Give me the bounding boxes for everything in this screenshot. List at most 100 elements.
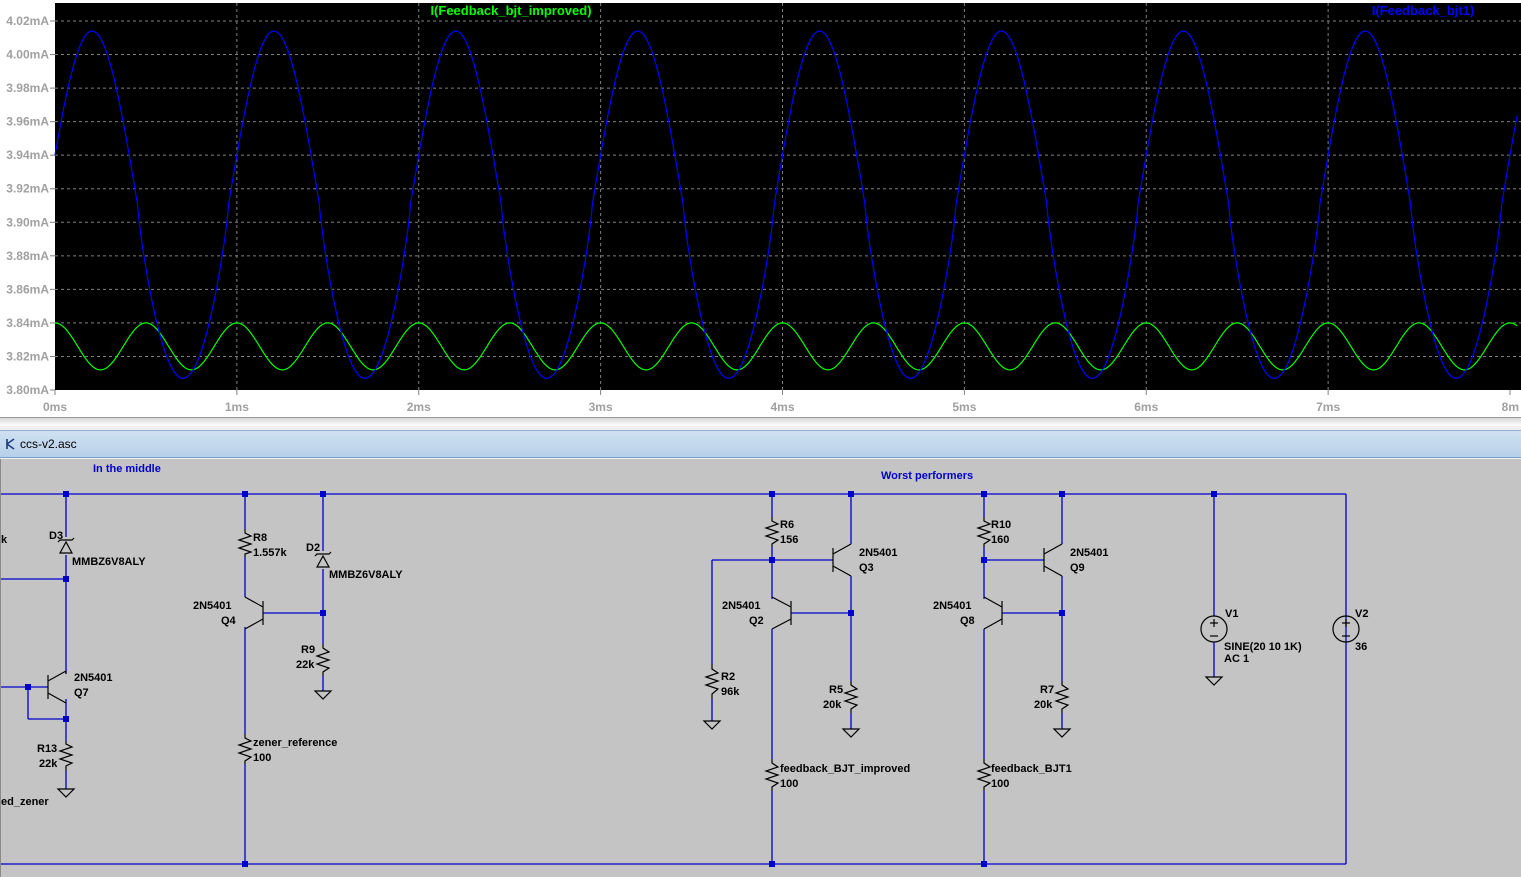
label-q2-part[interactable]: 2N5401 bbox=[722, 600, 761, 612]
y-tick-label: 3.92mA bbox=[6, 182, 49, 196]
label-r6-value[interactable]: 156 bbox=[780, 534, 798, 546]
note-in-the-middle[interactable]: In the middle bbox=[93, 463, 161, 475]
ground-v1 bbox=[1204, 676, 1224, 686]
transistor-icon bbox=[6, 438, 15, 450]
transistor-q9 bbox=[1043, 543, 1063, 577]
label-d2-part[interactable]: MMBZ6V8ALY bbox=[329, 569, 403, 581]
voltage-source-v2 bbox=[1332, 615, 1360, 643]
note-worst-performers[interactable]: Worst performers bbox=[881, 470, 973, 482]
y-tick-label: 3.82mA bbox=[6, 349, 49, 363]
label-zener-partial[interactable]: ed_zener bbox=[1, 796, 49, 808]
trace-label-bjt1[interactable]: I(Feedback_bjt1) bbox=[1372, 3, 1475, 18]
label-q4-part[interactable]: 2N5401 bbox=[193, 600, 232, 612]
schematic-titlebar[interactable]: ccs-v2.asc bbox=[0, 430, 1521, 458]
zener-d2 bbox=[314, 551, 332, 568]
label-q9[interactable]: Q9 bbox=[1070, 562, 1085, 574]
waveform-plot[interactable]: 4.02mA4.00mA3.98mA3.96mA3.94mA3.92mA3.90… bbox=[0, 0, 1521, 417]
label-r2-value[interactable]: 96k bbox=[721, 686, 740, 698]
resistor-r10 bbox=[976, 517, 992, 547]
label-r5[interactable]: R5 bbox=[829, 684, 843, 696]
resistor-r5 bbox=[843, 681, 859, 713]
ground-r13 bbox=[56, 788, 76, 798]
transistor-q7 bbox=[47, 670, 67, 704]
schematic-canvas[interactable]: In the middle Worst performers k D3 MMBZ… bbox=[1, 459, 1521, 877]
label-zener-reference[interactable]: zener_reference bbox=[253, 737, 337, 749]
transistor-q8 bbox=[983, 596, 1003, 630]
label-r13-value[interactable]: 22k bbox=[39, 758, 58, 770]
label-d2[interactable]: D2 bbox=[306, 542, 320, 554]
trace-feedback-bjt-improved[interactable] bbox=[54, 322, 1518, 371]
label-r7[interactable]: R7 bbox=[1040, 684, 1054, 696]
label-feedback-bjt-improved-value[interactable]: 100 bbox=[780, 778, 798, 790]
label-q8[interactable]: Q8 bbox=[960, 615, 975, 627]
label-q7-part[interactable]: 2N5401 bbox=[74, 672, 113, 684]
resistor-r8 bbox=[237, 529, 253, 557]
schematic-wires bbox=[1, 493, 1347, 865]
label-r13[interactable]: R13 bbox=[37, 743, 57, 755]
y-tick-label: 3.88mA bbox=[6, 249, 49, 263]
label-r10-value[interactable]: 160 bbox=[991, 534, 1009, 546]
label-r9-value[interactable]: 22k bbox=[296, 659, 315, 671]
ground-r2 bbox=[702, 720, 722, 730]
resistor-r2 bbox=[704, 664, 720, 699]
label-v2[interactable]: V2 bbox=[1355, 608, 1368, 620]
label-k-partial[interactable]: k bbox=[1, 534, 8, 546]
y-axis-ticks: 4.02mA4.00mA3.98mA3.96mA3.94mA3.92mA3.90… bbox=[6, 14, 55, 397]
x-tick-label: 2ms bbox=[407, 400, 431, 414]
label-zener-reference-value[interactable]: 100 bbox=[253, 752, 271, 764]
ground-r5 bbox=[841, 728, 861, 738]
label-r6[interactable]: R6 bbox=[780, 519, 794, 531]
label-q4[interactable]: Q4 bbox=[221, 615, 237, 627]
resistor-feedback-bjt1 bbox=[976, 759, 992, 791]
transistor-q4 bbox=[244, 596, 264, 630]
ground-r9 bbox=[313, 690, 333, 700]
label-d3[interactable]: D3 bbox=[49, 530, 63, 542]
x-tick-label: 1ms bbox=[225, 400, 249, 414]
y-tick-label: 3.80mA bbox=[6, 383, 49, 397]
label-feedback-bjt1[interactable]: feedback_BJT1 bbox=[991, 763, 1072, 775]
label-q3[interactable]: Q3 bbox=[859, 562, 874, 574]
label-q8-part[interactable]: 2N5401 bbox=[933, 600, 972, 612]
y-tick-label: 3.96mA bbox=[6, 115, 49, 129]
ground-r7 bbox=[1052, 728, 1072, 738]
x-tick-label: 6ms bbox=[1134, 400, 1158, 414]
zener-d3 bbox=[57, 537, 75, 554]
label-feedback-bjt1-value[interactable]: 100 bbox=[991, 778, 1009, 790]
resistor-symbols bbox=[58, 517, 1070, 791]
x-tick-label: 0ms bbox=[43, 400, 67, 414]
trace-label-improved[interactable]: I(Feedback_bjt_improved) bbox=[430, 3, 591, 18]
transistor-q2 bbox=[771, 596, 792, 630]
label-v1[interactable]: V1 bbox=[1225, 608, 1238, 620]
y-tick-label: 3.98mA bbox=[6, 81, 49, 95]
y-tick-label: 3.90mA bbox=[6, 215, 49, 229]
label-q3-part[interactable]: 2N5401 bbox=[859, 547, 898, 559]
transistor-symbols bbox=[47, 543, 1063, 704]
plot-area[interactable] bbox=[55, 3, 1521, 390]
label-r9[interactable]: R9 bbox=[301, 644, 315, 656]
resistor-r9 bbox=[315, 644, 331, 676]
y-tick-label: 3.84mA bbox=[6, 316, 49, 330]
label-r2[interactable]: R2 bbox=[721, 671, 735, 683]
label-q2[interactable]: Q2 bbox=[749, 615, 764, 627]
label-r10[interactable]: R10 bbox=[991, 519, 1011, 531]
trace-feedback-bjt1[interactable] bbox=[54, 30, 1518, 379]
resistor-r6 bbox=[764, 517, 780, 547]
label-v1-value[interactable]: SINE(20 10 1K) bbox=[1224, 641, 1302, 653]
label-v2-value[interactable]: 36 bbox=[1355, 641, 1367, 653]
label-r5-value[interactable]: 20k bbox=[823, 699, 842, 711]
label-feedback-bjt-improved[interactable]: feedback_BJT_improved bbox=[780, 763, 910, 775]
label-r7-value[interactable]: 20k bbox=[1034, 699, 1053, 711]
label-r8-value[interactable]: 1.557k bbox=[253, 547, 288, 559]
label-v1-ac[interactable]: AC 1 bbox=[1224, 653, 1249, 665]
label-q7[interactable]: Q7 bbox=[74, 687, 89, 699]
x-tick-label: 7ms bbox=[1316, 400, 1340, 414]
schematic-editor[interactable]: In the middle Worst performers k D3 MMBZ… bbox=[0, 459, 1521, 877]
pane-splitter[interactable] bbox=[0, 417, 1521, 426]
label-d3-part[interactable]: MMBZ6V8ALY bbox=[72, 556, 146, 568]
y-tick-label: 4.02mA bbox=[6, 14, 49, 28]
y-tick-label: 4.00mA bbox=[6, 48, 49, 62]
label-r8[interactable]: R8 bbox=[253, 532, 267, 544]
x-tick-label: 5ms bbox=[952, 400, 976, 414]
label-q9-part[interactable]: 2N5401 bbox=[1070, 547, 1109, 559]
